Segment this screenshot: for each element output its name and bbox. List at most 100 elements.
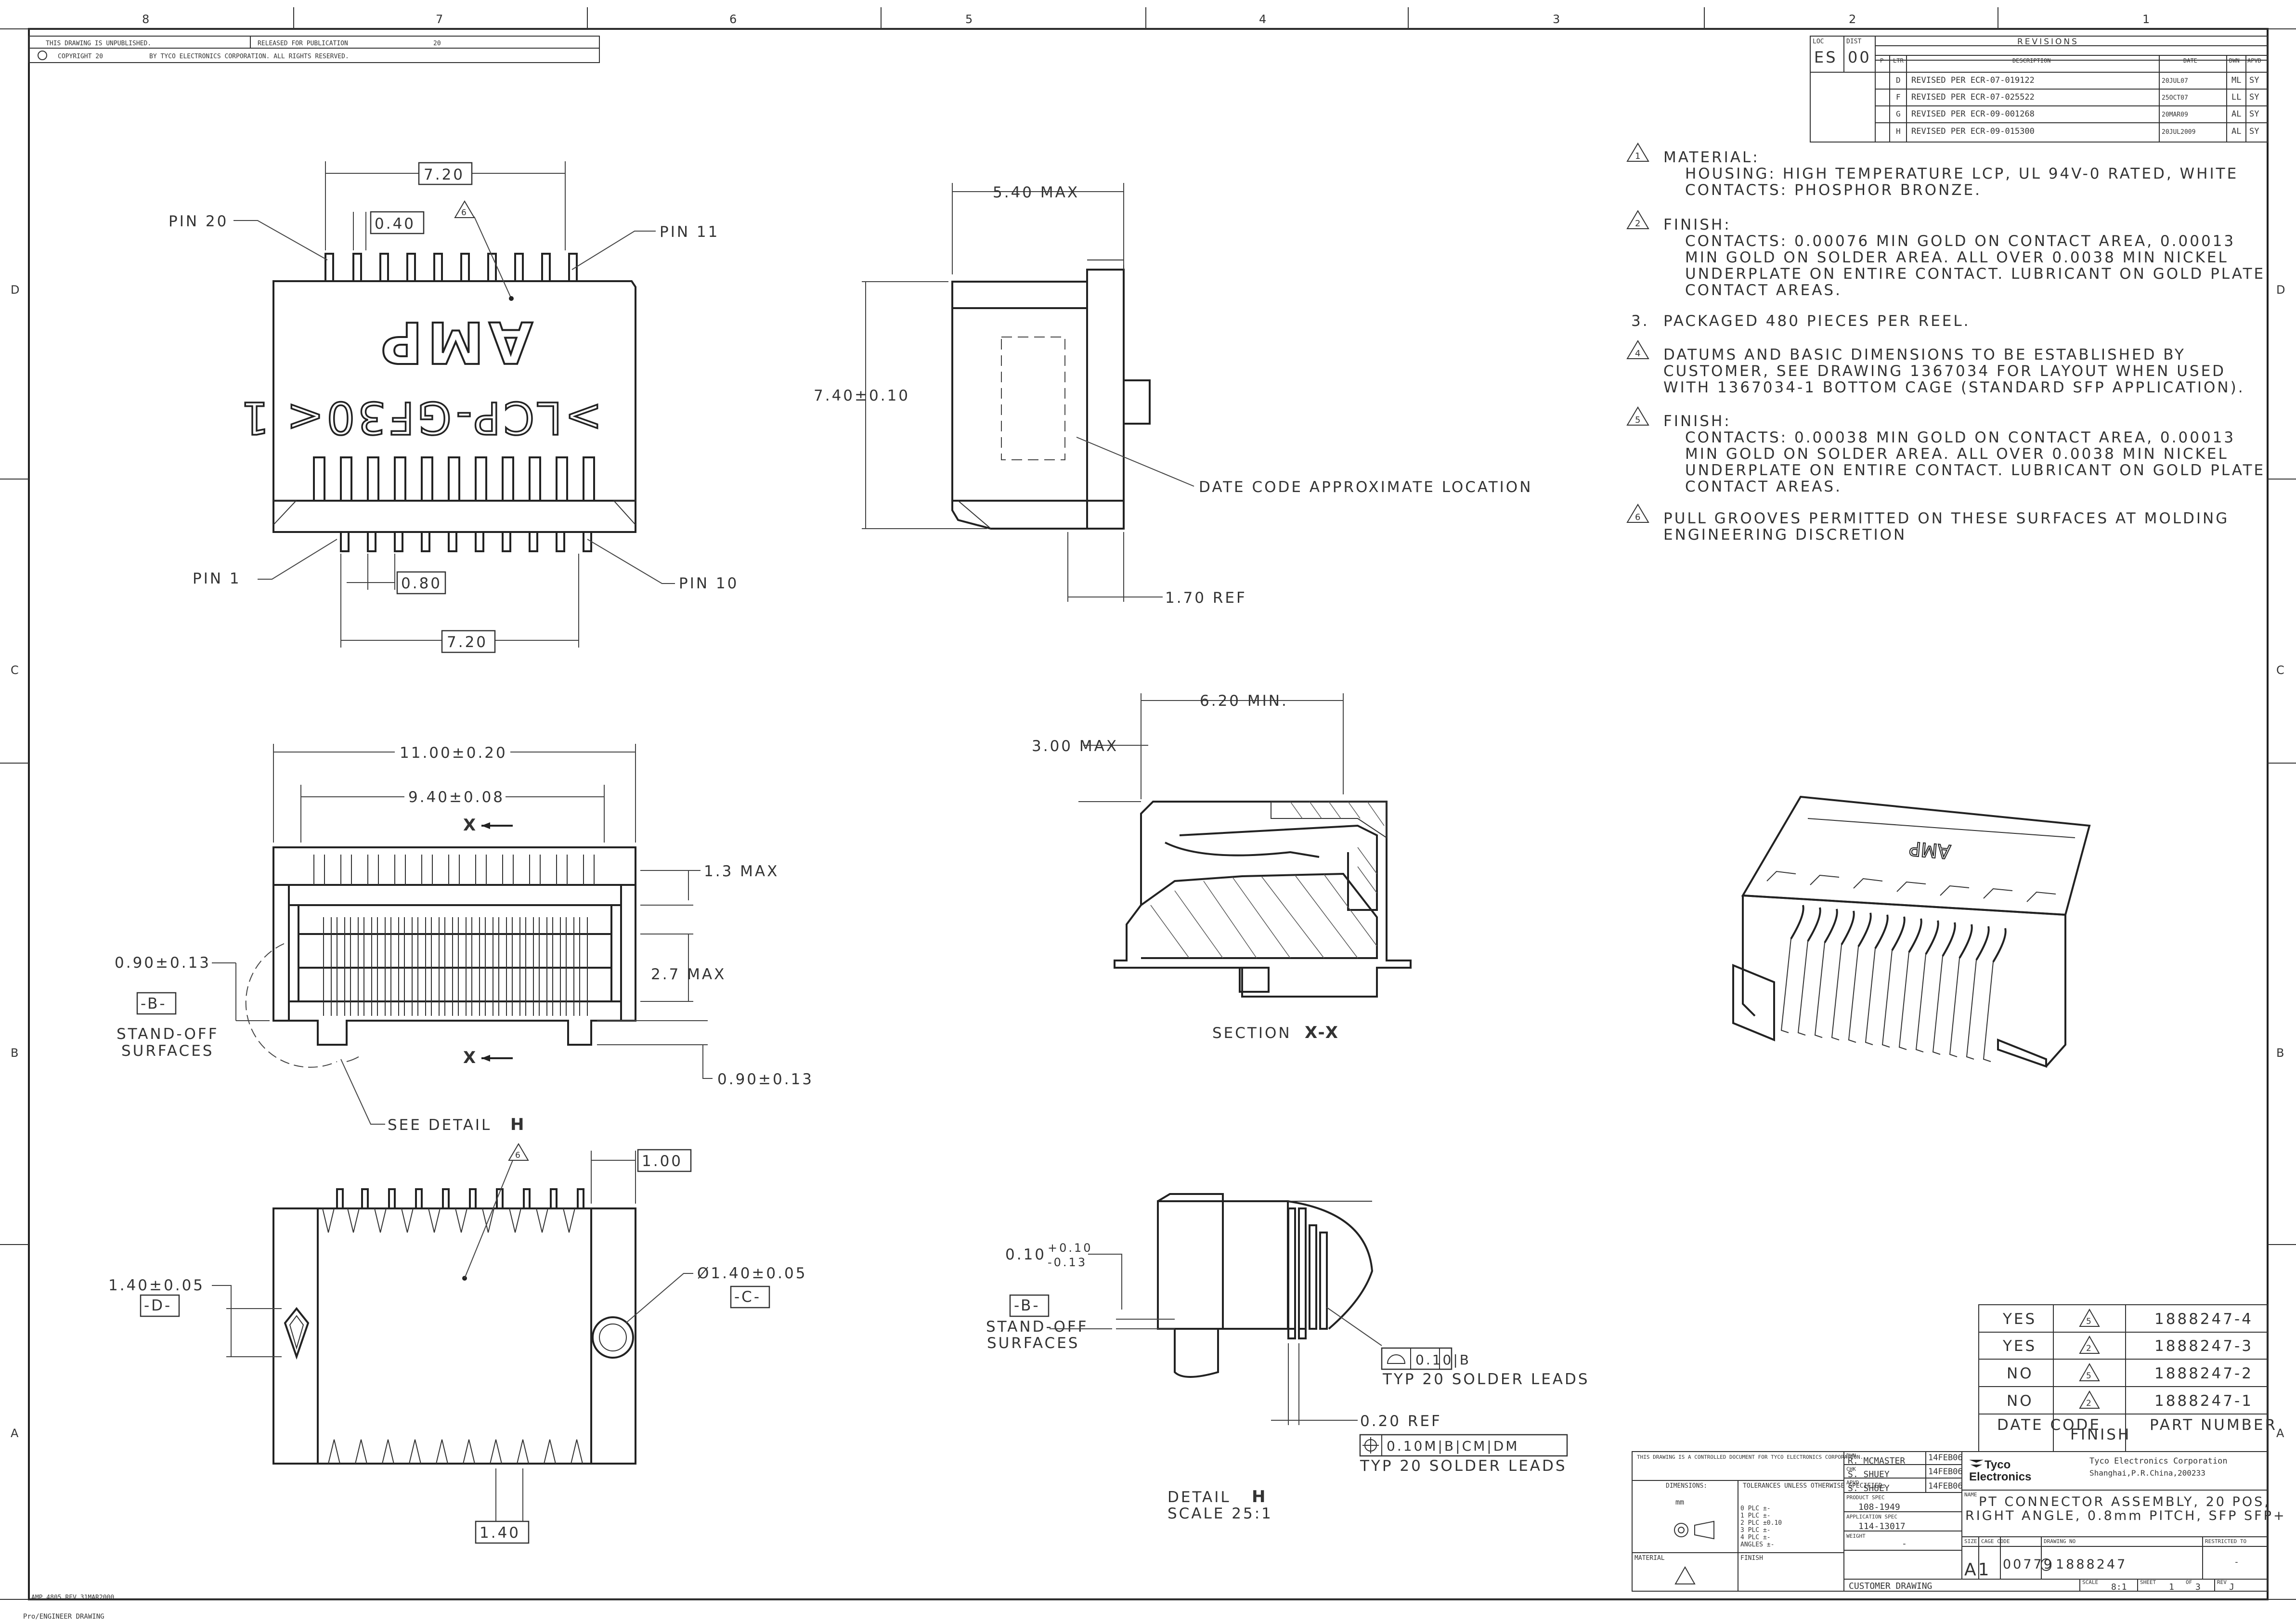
part-row-finish: 2 xyxy=(2086,1344,2093,1353)
tyco-logo: Tyco Electronics xyxy=(1969,1458,2031,1483)
finish-flag-icon xyxy=(2079,1390,2100,1409)
rev-desc: REVISED PER ECR-09-015300 xyxy=(1911,127,2035,136)
note-number: 1 xyxy=(1635,151,1642,161)
zone-2: 2 xyxy=(1849,13,1858,26)
note-line: WITH 1367034-1 BOTTOM CAGE (STANDARD SFP… xyxy=(1663,379,2245,396)
pin1-label: PIN 1 xyxy=(193,570,241,587)
dim-top-width: 7.20 xyxy=(424,166,465,183)
note-line: PACKAGED 480 PIECES PER REEL. xyxy=(1663,312,1971,330)
iso-contacts xyxy=(1780,905,2007,1062)
part-row-date: YES xyxy=(2002,1311,2037,1328)
fcf-position-text: 0.10M|B|CM|DM xyxy=(1387,1438,1519,1454)
header-released: RELEASED FOR PUBLICATION xyxy=(258,40,348,47)
dim-diameter: Ø1.40±0.05 xyxy=(697,1265,807,1282)
part-row-number: 1888247-4 xyxy=(2154,1311,2253,1328)
sheet-value: 1 xyxy=(2169,1582,2174,1592)
rev-apvd: SY xyxy=(2249,127,2259,136)
rev-dwn: AL xyxy=(2231,109,2241,119)
note-flag-icon xyxy=(1626,143,1649,162)
tol-line: 4 PLC ±- xyxy=(1740,1534,1771,1541)
pin20-label: PIN 20 xyxy=(169,213,228,230)
logo-electronics: Electronics xyxy=(1969,1470,2031,1483)
rev-dwn: ML xyxy=(2231,76,2241,85)
dim-pitch2: 0.80 xyxy=(401,575,442,592)
zone-a-left: A xyxy=(11,1427,20,1440)
loc-value: ES xyxy=(1814,48,1838,66)
note-line: UNDERPLATE ON ENTIRE CONTACT. LUBRICANT … xyxy=(1685,462,2265,479)
note-line: CONTACTS: PHOSPHOR BRONZE. xyxy=(1685,182,1982,199)
finish-label: FINISH xyxy=(1740,1555,1763,1562)
title-block: THIS DRAWING IS A CONTROLLED DOCUMENT FO… xyxy=(1632,1451,2284,1592)
chk-name: S. SHUEY xyxy=(1848,1469,1890,1479)
note-line: MIN GOLD ON SOLDER AREA. ALL OVER 0.0038… xyxy=(1685,249,2229,266)
part-row-date: YES xyxy=(2002,1337,2037,1355)
flag-6-icon xyxy=(454,200,475,218)
detail-leads xyxy=(1287,1207,1328,1339)
bottom-view: 6 1.00 1.40±0.05 -D- Ø1.40±0.05 -C- 1.40 xyxy=(108,1143,807,1544)
logo-tyco: Tyco xyxy=(1985,1458,2011,1471)
rev-date: 20MAR09 xyxy=(2162,111,2188,118)
zone-a-right: A xyxy=(2276,1427,2286,1440)
note-line: CONTACT AREAS. xyxy=(1685,282,1842,299)
finish-flag-icon xyxy=(2079,1335,2100,1354)
note-flag-icon xyxy=(1626,340,1649,359)
flag-6-icon xyxy=(508,1143,529,1161)
pin11-label: PIN 11 xyxy=(660,223,719,241)
rev-desc: REVISED PER ECR-09-001268 xyxy=(1911,109,2035,119)
flag-6-number: 6 xyxy=(515,1151,522,1160)
control-notice: THIS DRAWING IS A CONTROLLED DOCUMENT FO… xyxy=(1637,1454,1863,1460)
finish-flag-icon xyxy=(2079,1362,2100,1381)
leads-label-2: TYP 20 SOLDER LEADS xyxy=(1360,1457,1567,1475)
note-line: UNDERPLATE ON ENTIRE CONTACT. LUBRICANT … xyxy=(1685,265,2265,283)
of-value: 3 xyxy=(2195,1582,2201,1592)
of-label: OF xyxy=(2186,1579,2192,1585)
rev-row: H REVISED PER ECR-09-015300 20JUL2009 AL… xyxy=(1896,127,2259,136)
leads-label-1: TYP 20 SOLDER LEADS xyxy=(1382,1371,1590,1388)
zone-6: 6 xyxy=(729,13,739,26)
dim-140-left: 1.40±0.05 xyxy=(108,1277,205,1294)
iso-marking: AMP xyxy=(1908,836,1952,863)
connector-icon xyxy=(2041,1558,2051,1571)
dim-tol-main: 0.10 xyxy=(1005,1246,1046,1263)
standoff-label: STAND-OFF xyxy=(117,1025,219,1043)
tol-line: ANGLES ±- xyxy=(1740,1541,1774,1548)
note-2: 2 FINISH: CONTACTS: 0.00076 MIN GOLD ON … xyxy=(1626,210,2265,299)
date-code-label: DATE CODE APPROXIMATE LOCATION xyxy=(1199,479,1532,496)
dwn-date: 14FEB06 xyxy=(1928,1453,1963,1463)
lcp-mark-number: 1 xyxy=(241,392,270,443)
iso-brand: AMP xyxy=(1908,837,1952,862)
dim-side-height: 7.40±0.10 xyxy=(814,387,910,404)
scale-label: SCALE xyxy=(2082,1579,2098,1585)
dim-inner-width: 9.40±0.08 xyxy=(408,789,505,806)
zone-c-left: C xyxy=(11,663,21,677)
part-row-date: NO xyxy=(2007,1365,2034,1382)
detail-surfaces: SURFACES xyxy=(987,1335,1079,1352)
zone-b-right: B xyxy=(2276,1046,2286,1060)
rev-col-dwn: DWN xyxy=(2229,57,2240,64)
note-number: 5 xyxy=(1635,415,1642,425)
note-line: HOUSING: HIGH TEMPERATURE LCP, UL 94V-0 … xyxy=(1685,165,2238,182)
rev-ltr: D xyxy=(1896,76,1901,85)
dist-value: 00 xyxy=(1848,48,1871,66)
zone-1: 1 xyxy=(2142,13,2152,26)
dim-side-ref: 1.70 REF xyxy=(1165,589,1247,607)
dim-detail-ref: 0.20 REF xyxy=(1360,1413,1442,1430)
zone-8: 8 xyxy=(142,13,151,26)
dim-100: 1.00 xyxy=(642,1153,683,1170)
chk-date: 14FEB06 xyxy=(1928,1467,1963,1477)
company-address: Shanghai,P.R.China,200233 xyxy=(2089,1468,2205,1478)
rev-dwn: AL xyxy=(2231,127,2241,136)
top-view: AMP >LCP-GF30< 1 7.20 0.40 6 PIN 20 PIN … xyxy=(169,161,737,653)
note-line: CONTACT AREAS. xyxy=(1685,478,1842,495)
material-flag-icon xyxy=(1674,1566,1696,1584)
dist-label: DIST xyxy=(1846,38,1861,45)
see-detail-letter: H xyxy=(510,1115,526,1134)
section-body xyxy=(1114,801,1412,998)
part-row: NO 5 1888247-2 xyxy=(2007,1362,2251,1382)
size-value: A1 xyxy=(1964,1560,1991,1580)
zone-4: 4 xyxy=(1259,13,1268,26)
detail-view: 0.20 REF 0.10|B TYP 20 SOLDER LEADS 0.10… xyxy=(986,1193,1590,1522)
section-hatch xyxy=(1150,801,1385,959)
rev-label: REV xyxy=(2217,1579,2227,1585)
dim-1-3: 1.3 MAX xyxy=(704,863,779,880)
